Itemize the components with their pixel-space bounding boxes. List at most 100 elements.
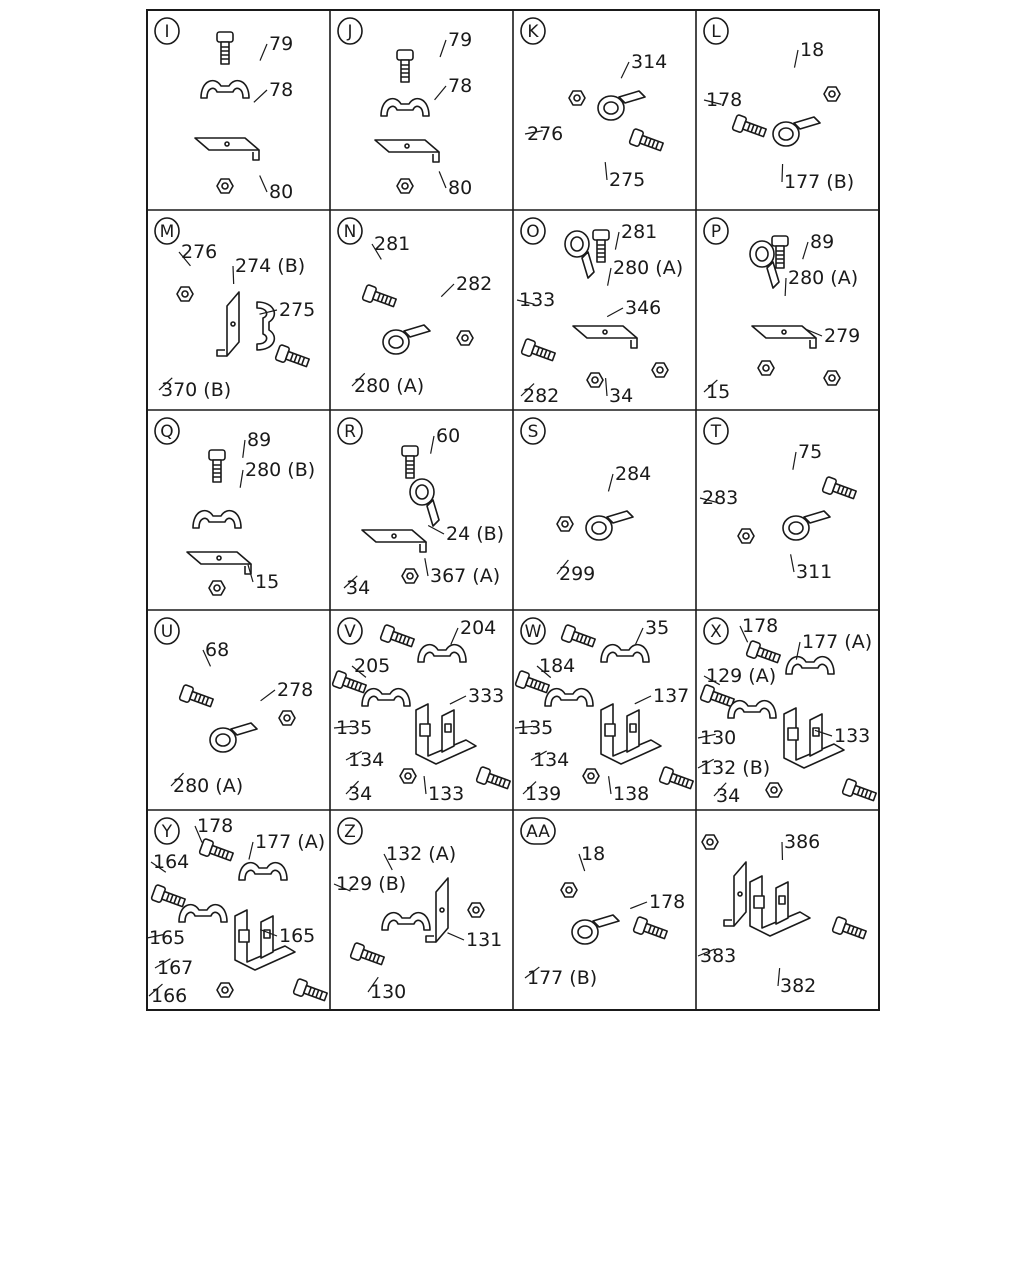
panel-letter-badge	[703, 217, 729, 245]
part-number-label: 370 (B)	[161, 379, 231, 401]
part-number-label: 184	[539, 655, 575, 677]
leader-line	[697, 948, 715, 957]
panel-letter: Q	[160, 422, 173, 442]
leader-line	[247, 564, 254, 583]
bolt-part-icon	[150, 883, 188, 912]
bolt-part-icon	[292, 977, 330, 1006]
part-number-label: 280 (A)	[354, 375, 424, 397]
clamp-part-icon	[600, 643, 650, 663]
leader-line	[242, 439, 246, 458]
panel-letter-badge	[520, 617, 546, 645]
bolt-part-icon	[560, 623, 598, 652]
panel-letter: O	[526, 222, 539, 242]
bolt-part-icon	[274, 343, 312, 372]
panel-letter: M	[160, 222, 175, 242]
leader-line	[253, 89, 268, 103]
leader-line	[630, 901, 648, 910]
part-number-label: 282	[456, 273, 492, 295]
leader-line	[333, 883, 351, 892]
part-number-label: 18	[581, 843, 605, 865]
pclip-part-icon	[571, 914, 620, 945]
nut-part-icon	[651, 362, 669, 378]
pclip-part-icon	[597, 90, 646, 121]
part-number-label: 178	[706, 89, 742, 111]
bolt-part-icon	[658, 765, 696, 794]
part-number-label: 129 (B)	[336, 873, 406, 895]
plate-part-icon	[186, 551, 252, 575]
part-number-label: 299	[559, 563, 595, 585]
bolt-part-icon	[349, 941, 387, 970]
clamp-part-icon	[200, 79, 250, 99]
panel-letter: W	[525, 622, 542, 642]
panel-letter: Y	[161, 822, 173, 842]
part-number-label: 34	[348, 783, 372, 805]
bolt-part-icon	[208, 449, 226, 483]
panel-letter: L	[711, 22, 721, 42]
plate-part-icon	[216, 291, 240, 357]
leader-line	[351, 665, 367, 678]
part-number-label: 35	[645, 617, 669, 639]
leader-line	[248, 841, 254, 860]
bracket-part-icon	[600, 703, 662, 765]
panel-letter: J	[346, 22, 352, 42]
bolt-part-icon	[198, 837, 236, 866]
leader-line	[514, 725, 533, 729]
leader-line	[620, 61, 630, 79]
leader-line	[604, 162, 608, 181]
part-number-label: 60	[436, 425, 460, 447]
leader-line	[424, 558, 429, 577]
leader-line	[634, 695, 652, 705]
part-number-label: 134	[533, 749, 569, 771]
leader-line	[439, 39, 447, 58]
leader-line	[606, 307, 624, 318]
bolt-part-icon	[379, 623, 417, 652]
nut-part-icon	[568, 90, 586, 106]
part-number-label: 178	[649, 891, 685, 913]
part-number-label: 18	[800, 39, 824, 61]
leader-line	[699, 497, 718, 504]
leader-line	[634, 627, 644, 645]
pclip-part-icon	[209, 722, 258, 753]
part-number-label: 281	[621, 221, 657, 243]
leader-line	[703, 379, 718, 393]
clamp-part-icon	[381, 911, 431, 931]
part-number-label: 15	[706, 381, 730, 403]
panel-letter-badge	[520, 217, 546, 245]
bolt-part-icon	[178, 683, 216, 712]
part-number-label: 279	[824, 325, 860, 347]
part-number-label: 135	[336, 717, 372, 739]
panel-letter: N	[344, 222, 357, 242]
nut-part-icon	[176, 286, 194, 302]
bolt-part-icon	[216, 31, 234, 65]
plate-part-icon	[361, 529, 427, 553]
panel-letter: T	[710, 422, 722, 442]
part-number-label: 278	[277, 679, 313, 701]
pclip-part-icon	[585, 510, 634, 541]
leader-line	[777, 968, 781, 987]
panel-letter-badge	[154, 17, 180, 45]
part-number-label: 80	[269, 181, 293, 203]
nut-part-icon	[467, 902, 485, 918]
bolt-part-icon	[361, 283, 399, 312]
nut-part-icon	[399, 768, 417, 784]
part-number-label: 275	[609, 169, 645, 191]
part-number-label: 68	[205, 639, 229, 661]
leader-line	[697, 733, 716, 739]
panel-letter-badge	[154, 417, 180, 445]
bolt-part-icon	[632, 915, 670, 944]
bolt-part-icon	[396, 49, 414, 83]
leader-line	[703, 99, 722, 105]
leader-line	[343, 575, 358, 589]
part-number-label: 80	[448, 177, 472, 199]
leader-line	[438, 171, 447, 189]
part-number-label: 367 (A)	[430, 565, 500, 587]
clamp-part-icon	[192, 509, 242, 529]
part-number-label: 280 (A)	[173, 775, 243, 797]
pclip-part-icon	[409, 478, 440, 527]
nut-part-icon	[456, 330, 474, 346]
